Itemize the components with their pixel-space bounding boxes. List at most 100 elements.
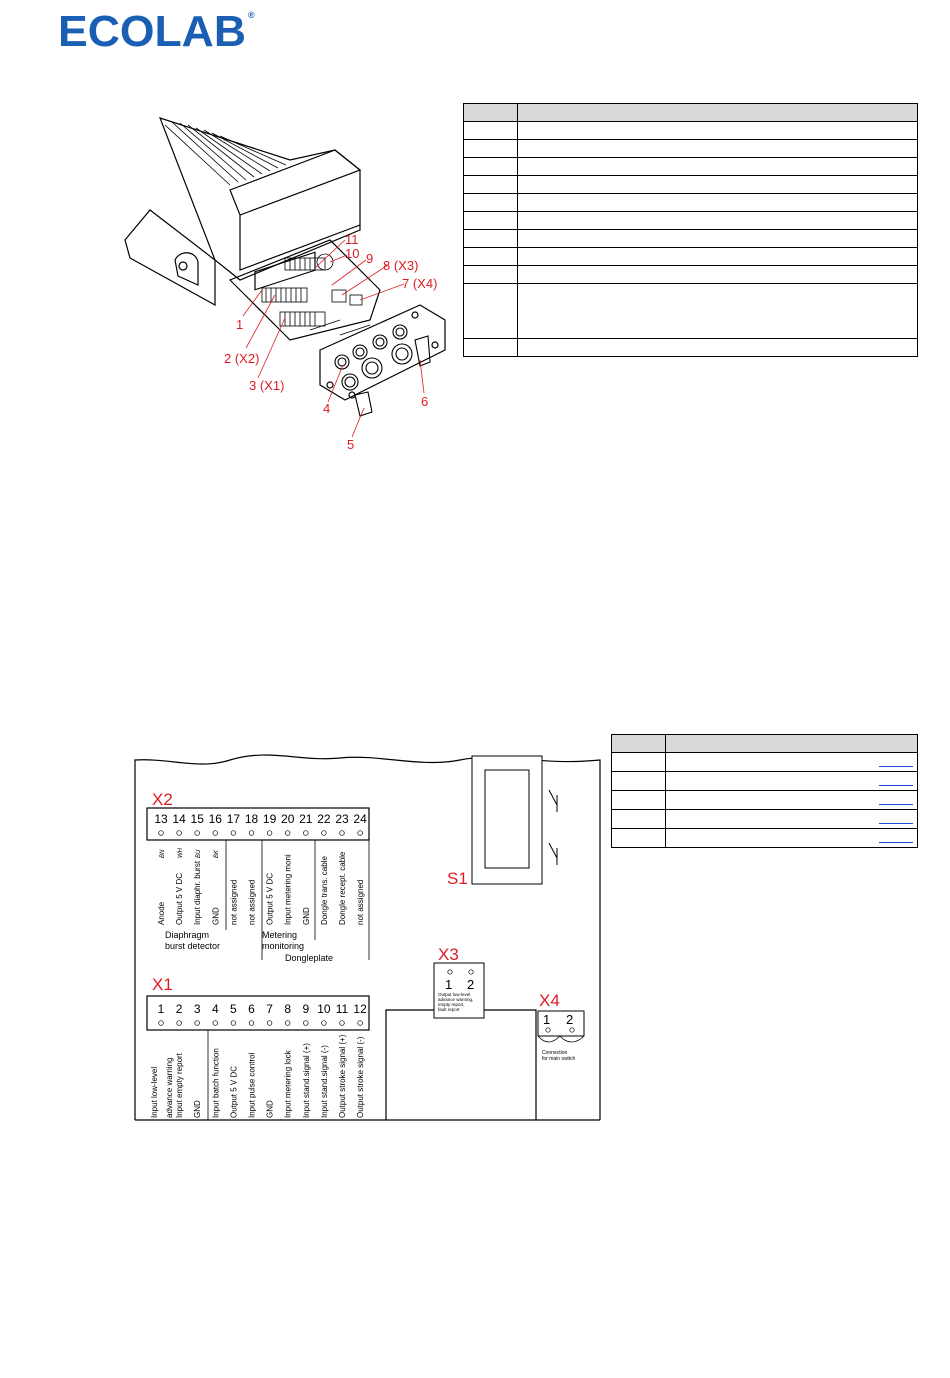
- x1-terminal-label: GND: [266, 1100, 275, 1118]
- x2-terminal-label: Input metering moni: [284, 854, 293, 925]
- terminals-table: [611, 734, 918, 848]
- callout-2: 2 (X2): [224, 351, 259, 366]
- x1-terminal-label: Output stroke signal (+): [338, 1034, 347, 1118]
- x2-terminal-block: [146, 807, 370, 841]
- callout-6: 6: [421, 394, 428, 409]
- x2-terminal-number: 24: [353, 812, 367, 826]
- svg-text:advance warning,: advance warning,: [438, 997, 473, 1002]
- x2-title: X2: [152, 790, 173, 809]
- x1-terminal-label: Input stand.signal (+): [302, 1043, 311, 1118]
- x1-pin: [303, 1020, 309, 1026]
- x2-terminal-label: Output 5 V DC: [266, 873, 275, 925]
- x2-terminal-number: 18: [245, 812, 259, 826]
- x2-terminal-number: 16: [209, 812, 223, 826]
- x2-terminal-number: 20: [281, 812, 295, 826]
- x1-terminal-number: 4: [212, 1002, 219, 1016]
- x1-terminal-label: Output 5 V DC: [229, 1066, 238, 1118]
- callout-lines: [242, 239, 425, 438]
- x1-terminal-label: advance warning: [165, 1058, 174, 1118]
- x1-label-1a: Input low-level: [150, 1067, 159, 1118]
- callout-10: 10: [345, 246, 359, 261]
- x1-terminal-number: 11: [336, 1002, 349, 1016]
- col-header-1: [463, 103, 518, 122]
- x2-terminal-label: GND: [211, 907, 220, 925]
- wire-code-wh: WH: [178, 847, 184, 858]
- x2-pin: [266, 830, 273, 836]
- components-table: [463, 103, 918, 357]
- link[interactable]: [879, 833, 913, 843]
- x1-pin: [158, 1020, 164, 1026]
- x1-terminal-label: GND: [193, 1100, 202, 1118]
- x1-terminal-number: 2: [176, 1002, 183, 1016]
- x2-pin: [248, 830, 255, 836]
- callout-3: 3 (X1): [249, 378, 284, 393]
- svg-text:fault report: fault report: [438, 1007, 460, 1012]
- x1-terminal-label: Input empty report: [175, 1052, 184, 1118]
- x1-pin: [230, 1020, 237, 1026]
- x1-terminal-number: 10: [317, 1002, 331, 1016]
- link[interactable]: [879, 776, 913, 786]
- x2-terminal-number: 14: [172, 812, 186, 826]
- x1-terminal-block: [146, 995, 370, 1031]
- x1-terminal-number: 9: [302, 1002, 309, 1016]
- x2-terminal-number: 15: [191, 812, 205, 826]
- x2-terminal-label: GND: [302, 907, 311, 925]
- callout-5: 5: [347, 437, 354, 452]
- x2-pin: [176, 830, 182, 836]
- x2-pin: [212, 830, 218, 836]
- link[interactable]: [879, 814, 913, 824]
- callout-labels: 1 2 (X2) 3 (X1) 4 5 6 7 (X4) 8 (X3) 9 10…: [224, 232, 437, 452]
- wire-code-bk: BK: [214, 849, 220, 858]
- callout-8: 8 (X3): [383, 258, 418, 273]
- x2-pin: [285, 830, 291, 836]
- s1-switch: [484, 769, 530, 869]
- x4-title: X4: [539, 991, 560, 1010]
- x3-num-2: 2: [467, 977, 474, 992]
- x1-terminal-number: 5: [230, 1002, 237, 1016]
- s1-title: S1: [447, 869, 468, 888]
- x1-terminal-number: 6: [248, 1002, 255, 1016]
- x1-terminal-number: 7: [266, 1002, 273, 1016]
- x2-pin: [303, 830, 309, 836]
- callout-1: 1: [236, 317, 243, 332]
- group-metering-1: Metering: [262, 930, 297, 940]
- x2-terminal-number: 19: [263, 812, 277, 826]
- x2-terminal-label: Dongle recept. cable: [338, 851, 347, 925]
- link[interactable]: [879, 795, 913, 805]
- x2-pin: [230, 830, 237, 836]
- logo-registered: ®: [248, 10, 255, 20]
- x3-title: X3: [438, 945, 459, 964]
- x2-pin: [158, 830, 164, 836]
- svg-text:empty report,: empty report,: [438, 1002, 465, 1007]
- x1-pin: [248, 1020, 255, 1026]
- x2-pin: [321, 830, 327, 836]
- x1-pin: [194, 1020, 200, 1026]
- callout-11: 11: [345, 232, 359, 247]
- x2-terminal-label: not assigned: [248, 880, 257, 925]
- x2-terminal-number: 23: [335, 812, 349, 826]
- group-metering-2: monitoring: [262, 941, 304, 951]
- x1-terminal-label: Input pulse control: [248, 1052, 257, 1118]
- x4-num-2: 2: [566, 1012, 573, 1027]
- x2-terminal-label: not assigned: [356, 880, 365, 925]
- x2-terminal-label: Dongle trans. cable: [320, 856, 329, 925]
- x1-pin: [266, 1020, 273, 1026]
- svg-text:Connection: Connection: [542, 1050, 568, 1056]
- x2-terminal-label: Input diaphr. burst: [193, 860, 202, 925]
- x2-pin: [339, 830, 345, 836]
- x2-terminal-number: 13: [154, 812, 168, 826]
- x1-terminal-number: 3: [194, 1002, 201, 1016]
- x4-terminal-block: [537, 1010, 585, 1037]
- callout-4: 4: [323, 401, 330, 416]
- x1-pin: [212, 1020, 218, 1026]
- link[interactable]: [879, 757, 913, 767]
- x1-terminal-label: Input metering lock: [284, 1049, 293, 1118]
- x1-terminal-label: Input batch function: [211, 1048, 220, 1118]
- x2-terminal-label: not assigned: [229, 880, 238, 925]
- x1-pin: [285, 1020, 291, 1026]
- x1-terminal-label: Input stand.signal (-): [320, 1045, 329, 1118]
- group-diaphragm-2: burst detector: [165, 941, 220, 951]
- x4-num-1: 1: [543, 1012, 550, 1027]
